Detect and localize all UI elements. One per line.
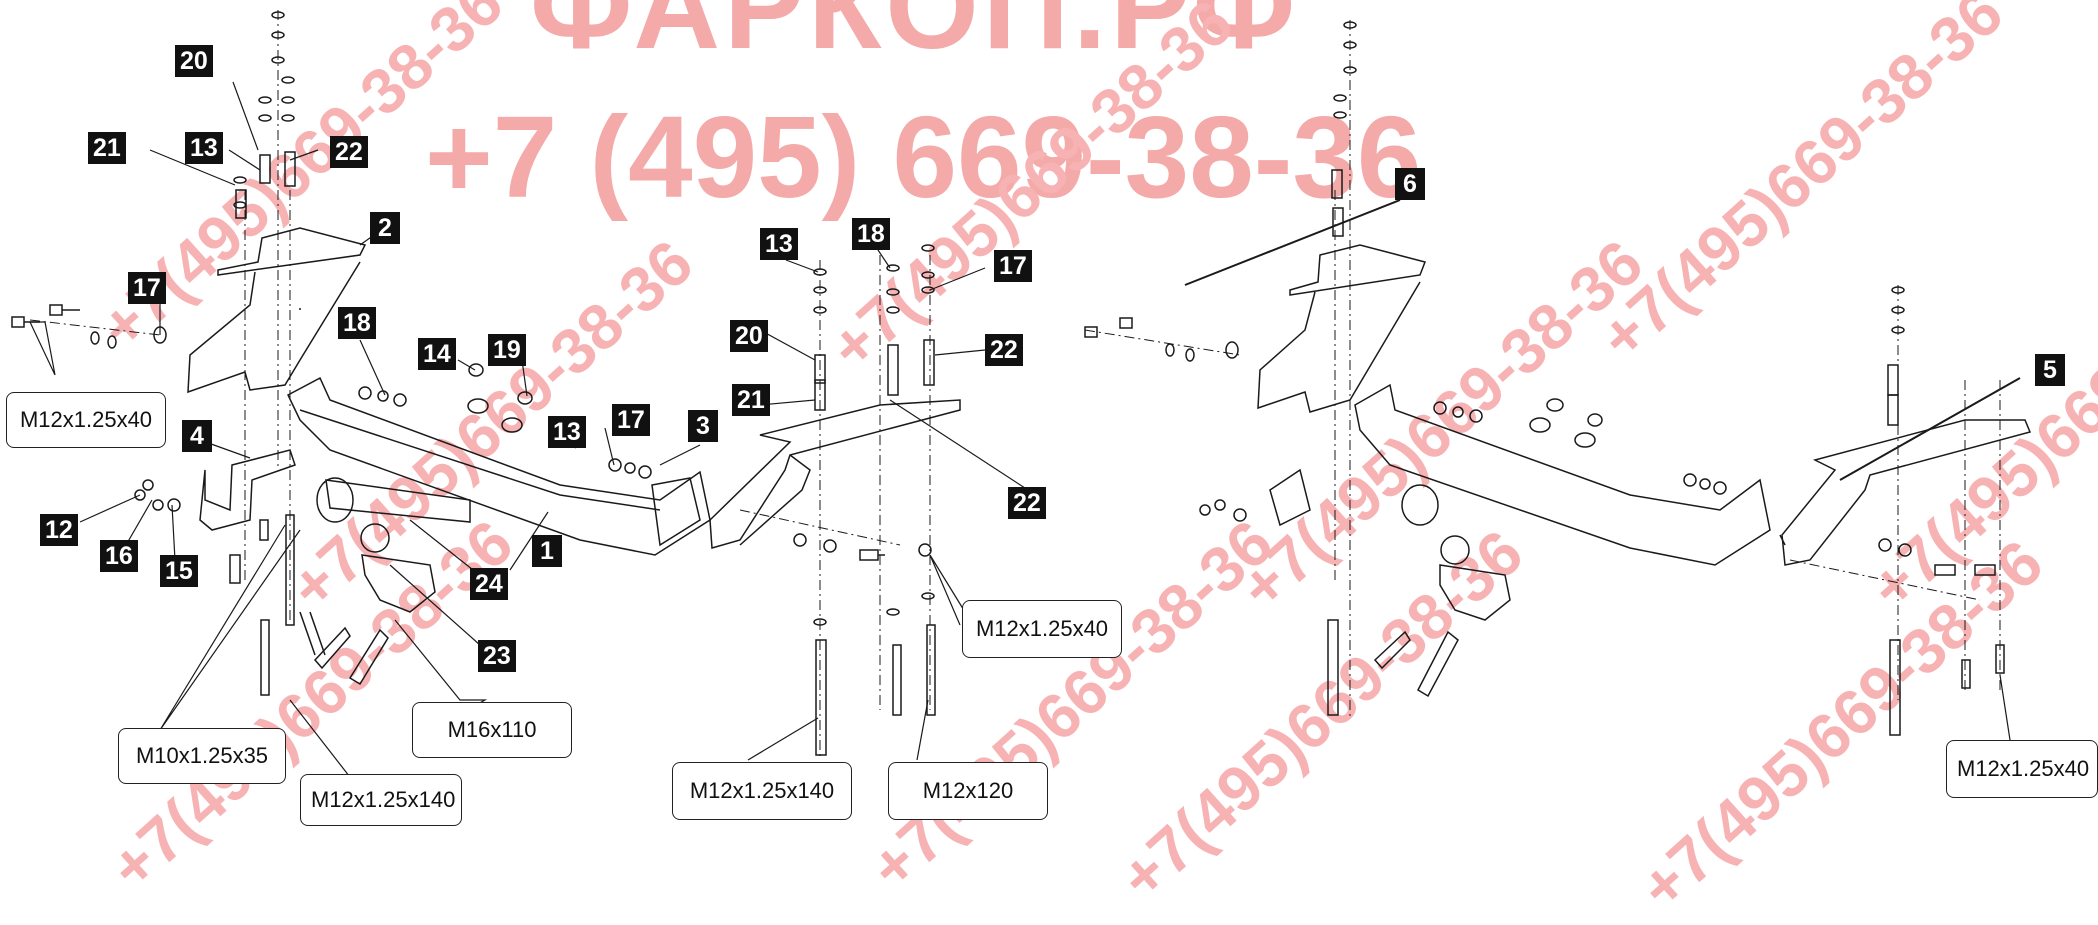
- callout-14: 14: [418, 338, 456, 370]
- bracket-3: [709, 399, 961, 549]
- spec-label: M12x120: [888, 762, 1048, 820]
- spec-label: M16x110: [412, 702, 572, 758]
- left-assembly: [11, 10, 711, 696]
- callout-19: 19: [488, 334, 526, 366]
- leader-lines: [29, 81, 2011, 791]
- callout-20: 20: [175, 45, 213, 77]
- drawing-canvas: ФАРКОП.РФ +7 (495) 669-38-36 +7(495)669-…: [6, 0, 2098, 924]
- crossbar-1: [287, 376, 711, 556]
- callout-20: 20: [730, 320, 768, 352]
- spec-label: M12x1.25x40: [1946, 740, 2098, 798]
- bolt-m16: [313, 626, 389, 686]
- bracket-2: [187, 227, 367, 394]
- callout-21: 21: [732, 384, 770, 416]
- callout-22: 22: [330, 136, 368, 168]
- callout-6: 6: [1395, 168, 1425, 200]
- callout-17: 17: [994, 250, 1032, 282]
- callout-13: 13: [760, 228, 798, 260]
- wire-5: [1839, 377, 2021, 481]
- callout-15: 15: [160, 555, 198, 587]
- socket-plate: [325, 479, 471, 523]
- wire-6: [1184, 199, 1401, 286]
- crossbar-right: [1354, 383, 1771, 566]
- tow-ball-right: [1440, 535, 1470, 565]
- callout-1: 1: [532, 535, 562, 567]
- spec-label: M12x1.25x40: [6, 392, 166, 448]
- plate-right: [1781, 419, 2032, 566]
- spec-label: M10x1.25x35: [118, 728, 286, 784]
- callout-22: 22: [985, 334, 1023, 366]
- right-assembly: [1084, 20, 2032, 736]
- callout-2: 2: [370, 212, 400, 244]
- callout-4: 4: [182, 420, 212, 452]
- exploded-assembly-drawing: [11, 10, 2032, 791]
- callout-23: 23: [478, 640, 516, 672]
- callout-24: 24: [470, 568, 508, 600]
- callout-5: 5: [2035, 354, 2065, 386]
- callout-22: 22: [1008, 487, 1046, 519]
- callout-21: 21: [88, 132, 126, 164]
- callout-17: 17: [128, 272, 166, 304]
- fastener-stack: [233, 11, 296, 219]
- callout-12: 12: [40, 514, 78, 546]
- callout-17: 17: [612, 404, 650, 436]
- tow-ball: [360, 523, 390, 553]
- callout-3: 3: [688, 410, 718, 442]
- spec-label: M12x1.25x140: [300, 774, 462, 826]
- callout-13: 13: [548, 416, 586, 448]
- ball-mount-23: [361, 554, 436, 613]
- plate-3-assembly: [709, 244, 961, 760]
- callout-13: 13: [185, 132, 223, 164]
- callout-18: 18: [852, 218, 890, 250]
- bracket-4: [199, 449, 296, 531]
- callout-18: 18: [338, 307, 376, 339]
- spec-label: M12x1.25x40: [962, 600, 1122, 658]
- callout-16: 16: [100, 540, 138, 572]
- spec-label: M12x1.25x140: [672, 762, 852, 820]
- bracket-2-right: [1257, 244, 1427, 413]
